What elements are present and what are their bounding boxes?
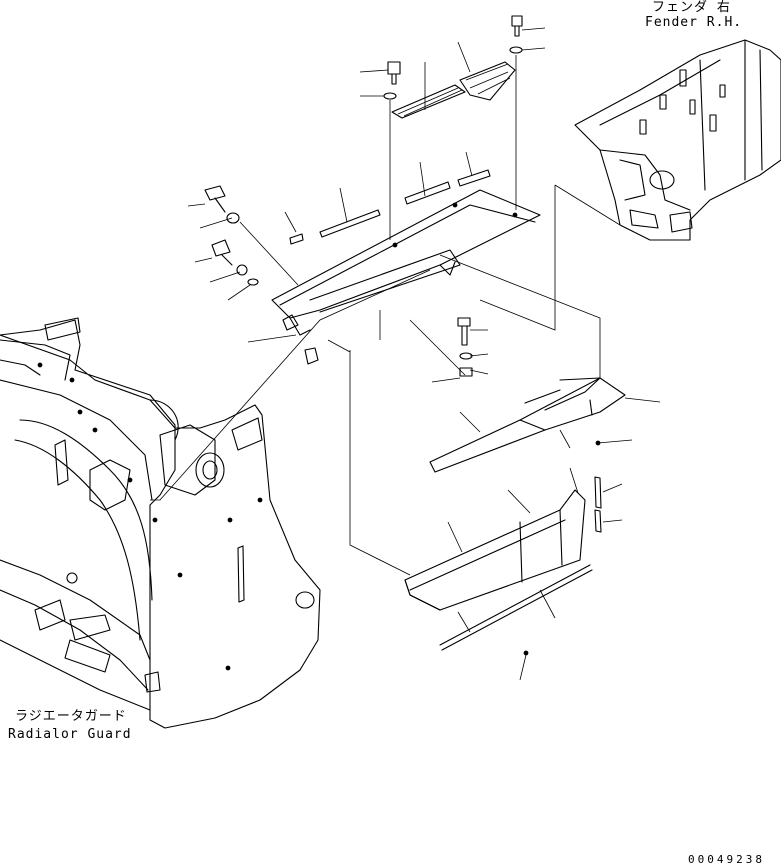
- fasteners: [204, 15, 523, 377]
- fender-rh-label-en: Fender R.H.: [645, 15, 743, 30]
- drawing-number: 00049238: [688, 853, 765, 866]
- side-cover-tapered: [429, 377, 626, 473]
- step-mats: [289, 61, 516, 245]
- floor-plate: [271, 189, 541, 336]
- fender-rh: [574, 39, 781, 241]
- radiator-guard-label-en: Radialor Guard: [8, 727, 132, 742]
- radiator-guard-label-jp: ラジエータガード: [15, 709, 127, 724]
- fender-rh-label-jp: フェンダ 右: [652, 0, 731, 15]
- radiator-guard: [0, 317, 321, 729]
- leader-lines: [150, 27, 661, 681]
- lower-cover: [404, 476, 602, 656]
